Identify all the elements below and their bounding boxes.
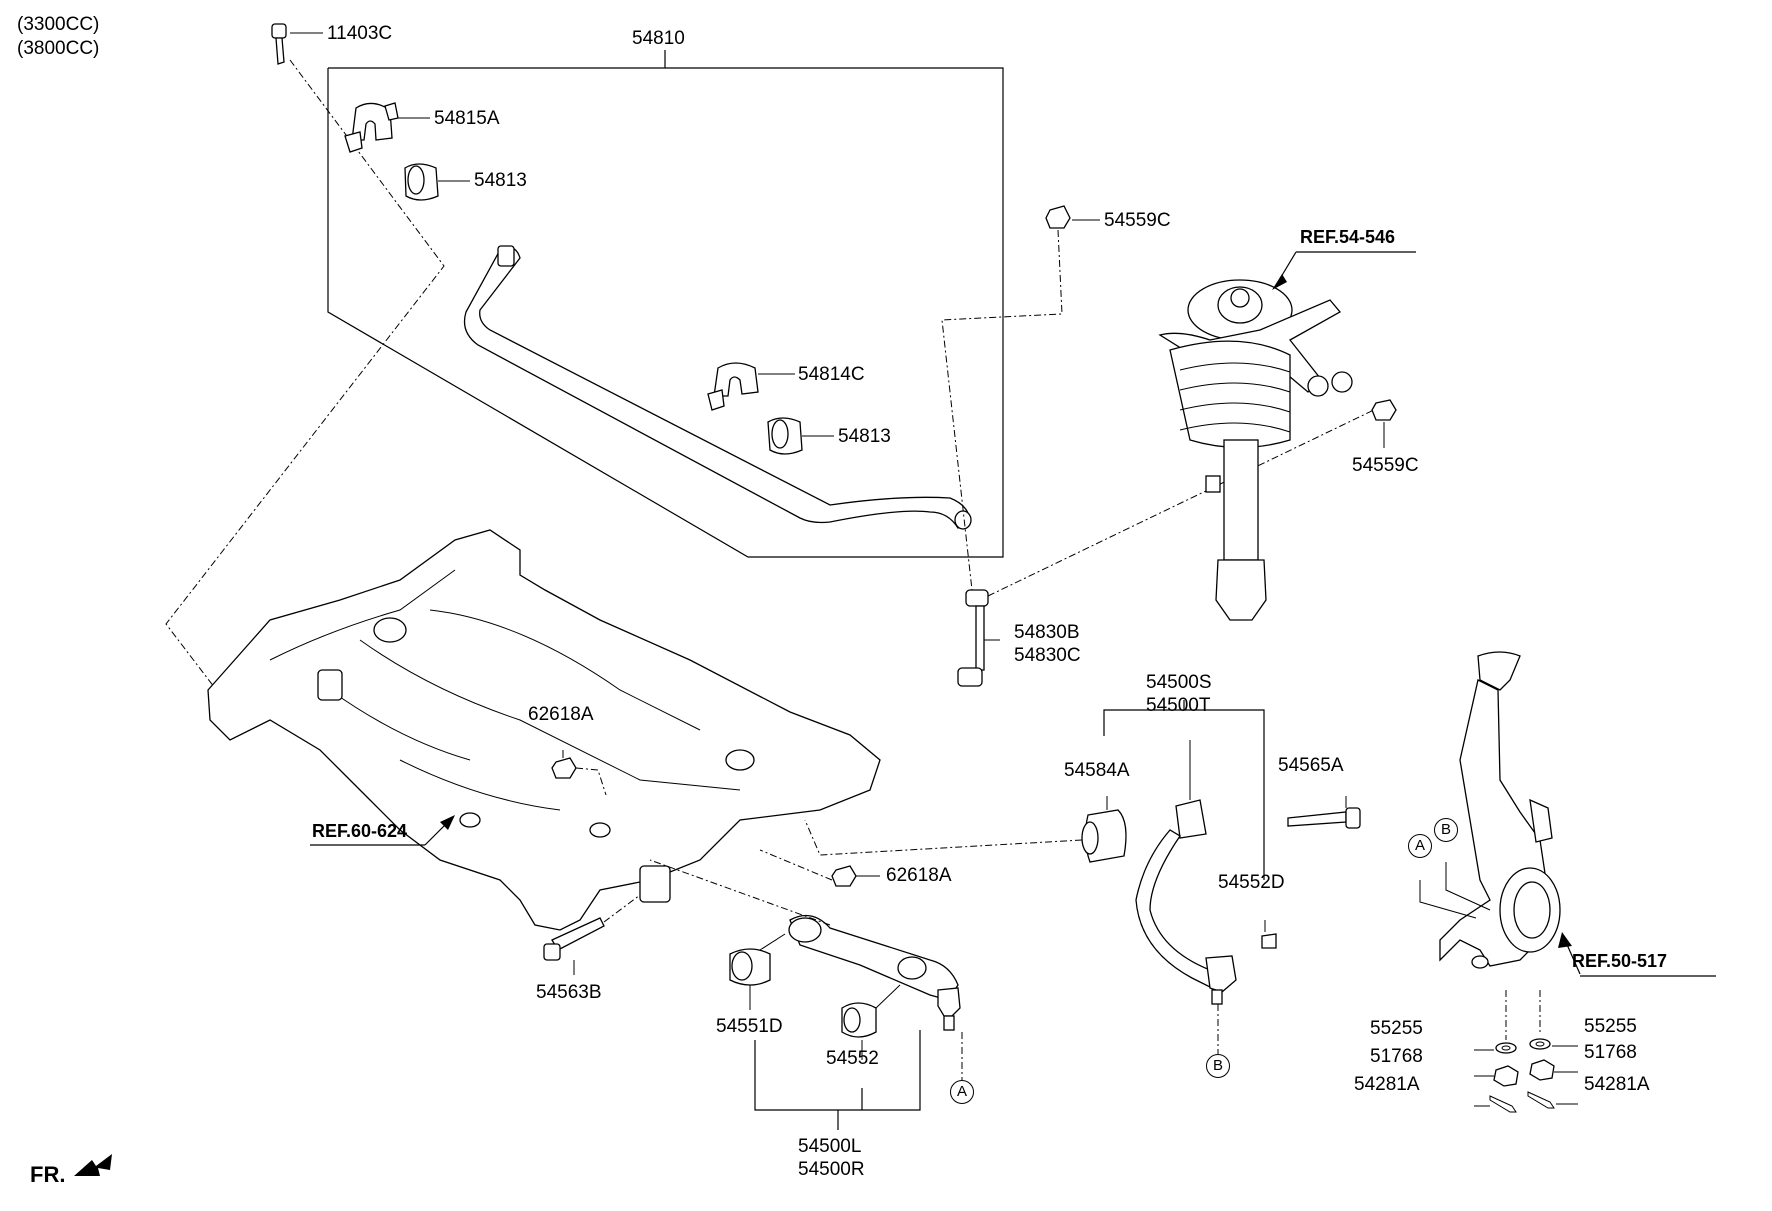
nut-51768-left <box>1474 1065 1519 1087</box>
label-62618a-bottom: 62618A <box>886 865 952 886</box>
label-55255-right: 55255 <box>1584 1016 1637 1037</box>
marker-a-arm: A <box>950 1080 974 1104</box>
label-51768-right: 51768 <box>1584 1042 1637 1063</box>
label-54830b: 54830B <box>1014 622 1080 643</box>
label-54281a-right: 54281A <box>1584 1074 1650 1095</box>
label-54551d: 54551D <box>716 1016 783 1037</box>
ref-knuckle[interactable]: REF.50-517 <box>1572 951 1668 971</box>
label-54559c-right: 54559C <box>1352 455 1419 476</box>
label-54552: 54552 <box>826 1048 879 1069</box>
label-54500r: 54500R <box>798 1159 865 1180</box>
bolt-54565a <box>1287 796 1361 829</box>
engine-variant-3300: (3300CC) <box>17 14 100 35</box>
stabilizer-link-54830 <box>957 406 1381 687</box>
subframe <box>207 529 881 931</box>
nut-54559c-right <box>1371 399 1397 448</box>
cotter-pin-54281a-left <box>1474 1095 1517 1113</box>
nut-51768-right <box>1529 1059 1578 1081</box>
label-54830c: 54830C <box>1014 645 1081 666</box>
label-54565a: 54565A <box>1278 755 1344 776</box>
nut-62618a-bottom <box>759 849 880 887</box>
label-54813-mid: 54813 <box>838 426 891 447</box>
engine-variant-3800: (3800CC) <box>17 38 100 59</box>
ref-strut[interactable]: REF.54-546 <box>1300 227 1396 247</box>
label-54584a: 54584A <box>1064 760 1130 781</box>
label-55255-left: 55255 <box>1370 1018 1423 1039</box>
label-54500t: 54500T <box>1146 695 1211 716</box>
stabilizer-bar-54810 <box>463 245 972 530</box>
bracket-54814c <box>707 362 795 411</box>
front-arrow-icon <box>74 1154 112 1176</box>
nut-62618a-top <box>551 750 607 796</box>
bracket-54815a <box>344 102 430 153</box>
label-54500l: 54500L <box>798 1136 862 1157</box>
marker-a-knuckle: A <box>1408 834 1432 858</box>
front-indicator: FR. <box>30 1162 66 1187</box>
bushing-54551d <box>729 933 786 1010</box>
bracket-54500l <box>754 1030 921 1130</box>
steering-knuckle <box>1419 651 1716 1040</box>
bracket-54500s <box>1103 700 1277 949</box>
label-54810: 54810 <box>632 28 685 49</box>
label-11403c: 11403C <box>327 23 393 44</box>
label-54281a-left: 54281A <box>1354 1074 1420 1095</box>
bushing-54584a <box>804 796 1127 863</box>
strut-assembly <box>1158 251 1416 621</box>
label-54500s: 54500S <box>1146 672 1212 693</box>
upper-arm-54500s <box>1135 799 1237 1054</box>
label-54813-top: 54813 <box>474 170 527 191</box>
marker-b-arm: B <box>1206 1054 1230 1078</box>
bushing-54552 <box>841 984 901 1060</box>
label-54563b: 54563B <box>536 982 602 1003</box>
label-62618a-top: 62618A <box>528 704 594 725</box>
label-51768-left: 51768 <box>1370 1046 1423 1067</box>
label-54559c-top: 54559C <box>1104 210 1171 231</box>
cotter-pin-54281a-right <box>1527 1091 1578 1109</box>
label-54815a: 54815A <box>434 108 500 129</box>
bushing-54813-mid <box>767 417 834 455</box>
washer-55255-right <box>1529 1038 1578 1050</box>
bushing-54813-top <box>404 163 470 201</box>
bolt-54563b <box>543 894 641 975</box>
washer-55255-left <box>1474 1042 1517 1054</box>
lower-arm-54500l <box>649 859 961 1031</box>
marker-b-knuckle: B <box>1434 818 1458 842</box>
nut-54559c-top <box>941 205 1100 591</box>
label-54552d: 54552D <box>1218 872 1285 893</box>
ref-subframe[interactable]: REF.60-624 <box>312 821 408 841</box>
label-54814c: 54814C <box>798 364 865 385</box>
stabilizer-bar-group-outline <box>327 50 1004 558</box>
bolt-11403c <box>165 23 445 701</box>
